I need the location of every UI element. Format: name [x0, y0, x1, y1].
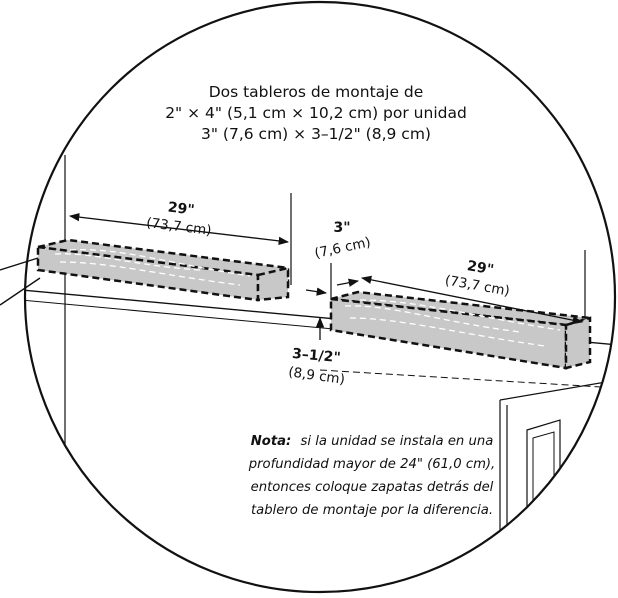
left-length-dimension-line	[68, 212, 290, 246]
note-label: Nota:	[251, 434, 292, 449]
left-mounting-board	[36, 238, 290, 302]
right-length-metric: (73,7 cm)	[444, 272, 511, 299]
right-mounting-board	[329, 290, 592, 370]
title-line-3: 3" (7,6 cm) × 3–1/2" (8,9 cm)	[201, 125, 431, 143]
right-length-main: 29"	[466, 258, 495, 278]
note-line-1-text: Nota: si la unidad se instala en una	[251, 434, 494, 449]
gap-dimension-line	[336, 278, 360, 287]
gap-main: 3"	[333, 220, 350, 236]
left-length-metric: (73,7 cm)	[145, 215, 212, 239]
note-line-3: entonces coloque zapatas detrás del	[251, 479, 494, 495]
note-line-1: si la unidad se instala en una	[301, 434, 494, 449]
leader-line-bottom	[0, 277, 41, 306]
cabinet-outline	[499, 379, 615, 592]
right-length-label: 29" (73,7 cm)	[444, 258, 511, 299]
right-length-dimension-line	[360, 275, 584, 325]
height-main: 3–1/2"	[291, 346, 341, 366]
detail-circle	[23, 0, 617, 594]
note-line-4: tablero de montaje por la diferencia.	[251, 503, 493, 518]
leader-line-top	[0, 257, 39, 271]
height-label: 3–1/2" (8,9 cm)	[287, 346, 346, 388]
gap-dimension-line-left	[305, 287, 328, 296]
title-line-2: 2" × 4" (5,1 cm × 10,2 cm) por unidad	[165, 104, 467, 122]
title-block: Dos tableros de montaje de 2" × 4" (5,1 …	[165, 83, 467, 143]
note-line-2: profundidad mayor de 24" (61,0 cm),	[248, 457, 496, 472]
height-metric: (8,9 cm)	[287, 364, 346, 388]
title-line-1: Dos tableros de montaje de	[209, 83, 424, 101]
gap-metric: (7,6 cm)	[313, 234, 372, 261]
left-length-label: 29" (73,7 cm)	[145, 199, 212, 239]
gap-label: 3" (7,6 cm)	[313, 220, 372, 262]
left-length-main: 29"	[167, 199, 196, 218]
note-block: Nota: si la unidad se instala en una pro…	[248, 434, 496, 518]
front-floor-line	[319, 369, 615, 389]
